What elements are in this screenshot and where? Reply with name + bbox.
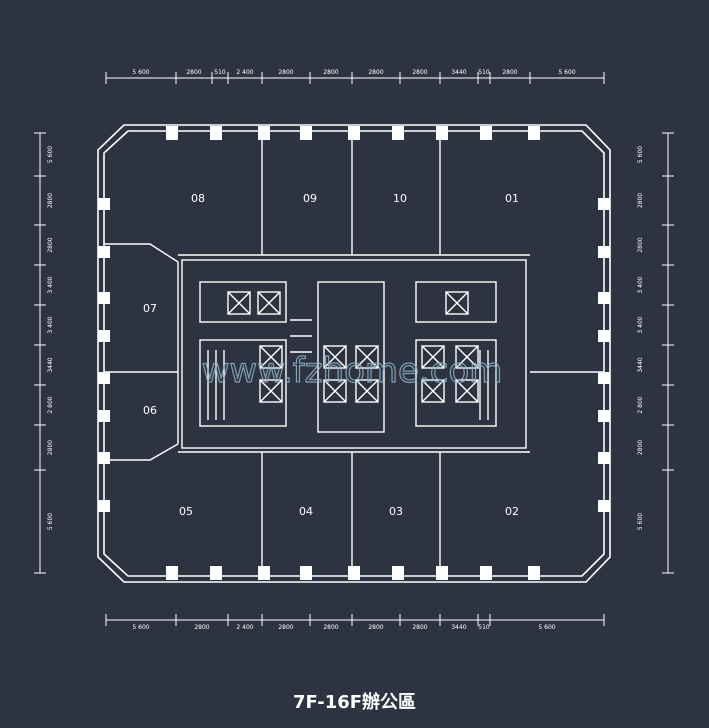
dimension-right-label: 5 600 [637,146,644,163]
dimension-top-label: 510 [478,69,490,76]
dimension-labels: 5 600 2800 510 2 400 2800 2800 2800 2800 3440 510… [47,69,644,631]
dimension-top-label: 5 600 [558,69,575,76]
dimension-top-label: 2800 [186,69,201,76]
room-label-10: 10 [393,192,407,205]
dimension-top-label: 2800 [368,69,383,76]
column [598,372,610,384]
column [210,126,222,140]
dimension-left-label: 2800 [47,237,54,252]
dimension-bottom-label: 2800 [323,624,338,631]
dimension-bottom-label: 5 600 [538,624,555,631]
dimension-left-label: 2 800 [47,396,54,413]
column [98,500,110,512]
dimension-right-label: 3 400 [637,276,644,293]
dimension-ticks [34,72,674,626]
column [98,372,110,384]
dimension-bottom-label: 2 400 [236,624,253,631]
column [98,410,110,422]
dimension-bottom-label: 2800 [278,624,293,631]
watermark-text: www.fzhome.com [202,351,503,391]
column [98,198,110,210]
dimension-left-label: 2800 [47,440,54,455]
column [480,126,492,140]
dimension-bottom-label: 2800 [194,624,209,631]
dimension-top-label: 2800 [323,69,338,76]
dimension-right-label: 2800 [637,440,644,455]
partition-walls [104,131,604,576]
room-label-01: 01 [505,192,519,205]
column [392,126,404,140]
column [436,566,448,580]
column [166,566,178,580]
dimension-left-label: 5 600 [47,146,54,163]
dimension-left-label: 3440 [47,357,54,372]
structural-columns [98,126,610,580]
column [98,292,110,304]
room-label-02: 02 [505,505,519,518]
column [98,452,110,464]
room-label-03: 03 [389,505,403,518]
dimension-bottom-label: 5 600 [132,624,149,631]
dimension-bottom-label: 3440 [451,624,466,631]
column [258,126,270,140]
building-outline [97,124,611,583]
column [98,246,110,258]
dimension-top-label: 510 [214,69,226,76]
column [598,292,610,304]
dimension-bottom-label: 2800 [368,624,383,631]
column [348,566,360,580]
room-label-04: 04 [299,505,313,518]
dimension-lines [39,77,669,621]
column [528,566,540,580]
dimension-right-label: 2800 [637,237,644,252]
dimension-right-label: 2 800 [637,396,644,413]
dimension-bottom-label: 510 [478,624,490,631]
column [598,330,610,342]
dimension-left-label: 3 400 [47,316,54,333]
dimension-top-label: 2800 [412,69,427,76]
dimension-right-label: 5 600 [637,513,644,530]
column [436,126,448,140]
room-label-05: 05 [179,505,193,518]
room-label-07: 07 [143,302,157,315]
dimension-top-label: 3440 [451,69,466,76]
column [98,330,110,342]
dimension-left-label: 5 600 [47,513,54,530]
column [480,566,492,580]
dimension-left-label: 3 400 [47,276,54,293]
column [300,566,312,580]
column [598,452,610,464]
column [210,566,222,580]
column [348,126,360,140]
room-label-06: 06 [143,404,157,417]
dimension-left-label: 2800 [47,193,54,208]
column [598,246,610,258]
column [258,566,270,580]
dimension-top-label: 2800 [502,69,517,76]
floor-title: 7F-16F辦公區 [292,692,417,713]
column [598,500,610,512]
column [528,126,540,140]
column [166,126,178,140]
column [392,566,404,580]
column [598,198,610,210]
dimension-right-label: 3440 [637,357,644,372]
dimension-right-label: 2800 [637,193,644,208]
column [300,126,312,140]
dimension-bottom-label: 2800 [412,624,427,631]
dimension-top-label: 2800 [278,69,293,76]
room-label-09: 09 [303,192,317,205]
column [598,410,610,422]
dimension-top-label: 2 400 [236,69,253,76]
dimension-top-label: 5 600 [132,69,149,76]
room-label-08: 08 [191,192,205,205]
dimension-right-label: 3 400 [637,316,644,333]
building-core [181,259,527,449]
